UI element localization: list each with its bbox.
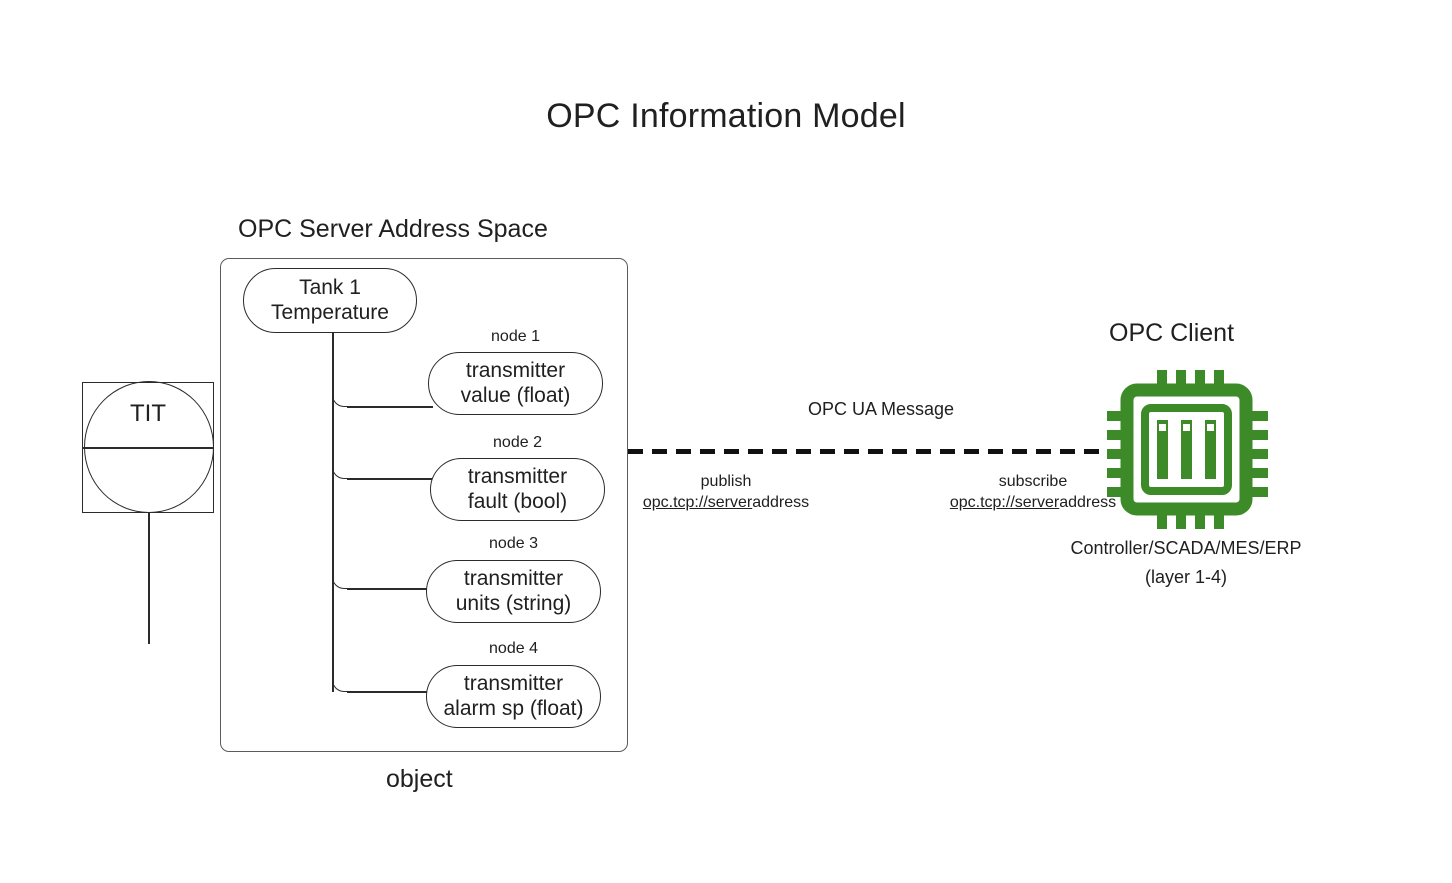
subscribe-url-tail: address xyxy=(1059,494,1117,511)
instrument-divider xyxy=(82,447,214,449)
node-3-caption: node 3 xyxy=(489,535,538,552)
tree-trunk-4 xyxy=(332,588,334,692)
node-tank1-temperature[interactable]: Tank 1 Temperature xyxy=(243,268,417,333)
opc-client-heading: OPC Client xyxy=(1109,319,1235,347)
node-root-line2: Temperature xyxy=(271,300,389,324)
opc-ua-message-line xyxy=(628,449,1112,454)
tree-elbow-node4 xyxy=(332,677,348,692)
tree-elbow-node2 xyxy=(332,464,348,479)
tree-trunk-3 xyxy=(332,478,334,589)
publish-url-tail: address xyxy=(752,494,810,511)
node-1[interactable]: transmitter value (float) xyxy=(428,352,603,415)
server-address-space-heading: OPC Server Address Space xyxy=(238,215,548,243)
tree-branch-node4 xyxy=(347,691,433,693)
node-2-line1: transmitter xyxy=(467,464,568,488)
tree-branch-node2 xyxy=(347,478,433,480)
node-1-line2: value (float) xyxy=(460,383,571,407)
tree-trunk-1 xyxy=(332,332,334,407)
node-1-line1: transmitter xyxy=(465,358,566,382)
node-2-line2: fault (bool) xyxy=(467,489,568,513)
subscribe-url-underlined: opc.tcp://server xyxy=(949,494,1060,511)
client-caption-line1: Controller/SCADA/MES/ERP xyxy=(1070,538,1302,558)
node-4-line1: transmitter xyxy=(463,671,564,695)
node-4-caption: node 4 xyxy=(489,640,538,657)
node-3-line1: transmitter xyxy=(463,566,564,590)
node-4[interactable]: transmitter alarm sp (float) xyxy=(426,665,601,728)
tree-branch-node1 xyxy=(347,406,433,408)
subscribe-url[interactable]: opc.tcp://serveraddress xyxy=(942,494,1124,512)
page-title: OPC Information Model xyxy=(546,97,906,135)
node-4-line2: alarm sp (float) xyxy=(443,696,584,720)
node-1-caption: node 1 xyxy=(491,328,540,345)
node-3-line2: units (string) xyxy=(455,591,572,615)
tree-branch-node3 xyxy=(347,588,433,590)
node-3[interactable]: transmitter units (string) xyxy=(426,560,601,623)
client-caption-line2: (layer 1-4) xyxy=(1144,567,1228,587)
tree-trunk-2 xyxy=(332,406,334,479)
subscribe-label: subscribe xyxy=(998,473,1068,490)
chip-icon xyxy=(1105,368,1268,531)
tree-elbow-node3 xyxy=(332,574,348,589)
opc-ua-message-label: OPC UA Message xyxy=(807,399,955,419)
node-2[interactable]: transmitter fault (bool) xyxy=(430,458,605,521)
publish-url[interactable]: opc.tcp://serveraddress xyxy=(635,494,817,512)
address-space-container xyxy=(220,258,628,752)
instrument-stem xyxy=(148,513,150,644)
object-label: object xyxy=(386,765,453,793)
node-2-caption: node 2 xyxy=(493,434,542,451)
publish-url-underlined: opc.tcp://server xyxy=(642,494,753,511)
tree-elbow-node1 xyxy=(332,392,348,407)
instrument-tag: TIT xyxy=(130,400,166,427)
publish-label: publish xyxy=(700,473,752,490)
node-root-line1: Tank 1 xyxy=(299,275,361,299)
